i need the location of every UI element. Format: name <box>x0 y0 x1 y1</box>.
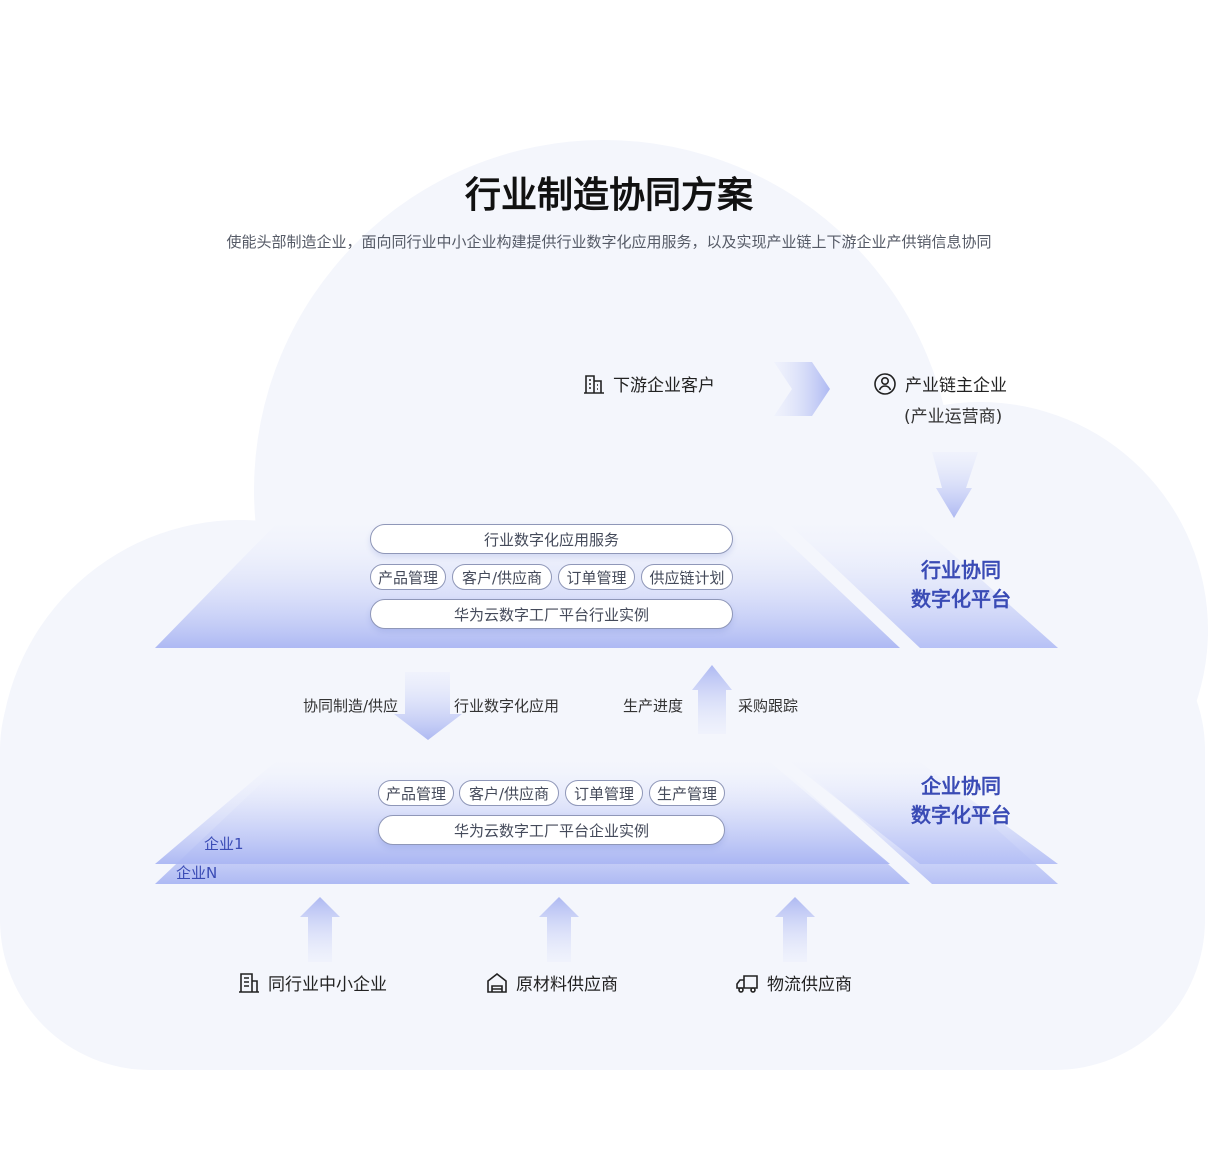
enterprise-platform-side-label-1: 企业协同 <box>921 774 1001 798</box>
enterprise-layer-1 <box>155 762 890 864</box>
industry-tag-customer: 客户/供应商 <box>452 564 552 590</box>
chain-owner-node: 产业链主企业 <box>873 371 1007 396</box>
industry-instance: 华为云数字工厂平台行业实例 <box>370 599 733 629</box>
enterprise-platform-side-label-2: 数字化平台 <box>911 803 1011 827</box>
industry-platform-side-label-2: 数字化平台 <box>911 587 1011 611</box>
arrow-right-top <box>774 362 830 416</box>
warehouse-icon <box>487 972 507 993</box>
enterprise-platform-side-label: 企业协同 数字化平台 <box>886 772 1036 830</box>
enterprise-tag-product: 产品管理 <box>378 780 454 806</box>
page-subtitle: 使能头部制造企业，面向同行业中小企业构建提供行业数字化应用服务，以及实现产业链上… <box>226 233 992 251</box>
industry-tag-order: 订单管理 <box>558 564 635 590</box>
page-title: 行业制造协同方案 <box>464 175 753 216</box>
downstream-customer-label: 下游企业客户 <box>613 376 715 396</box>
bottom-node-sme-label: 同行业中小企业 <box>268 975 387 995</box>
industry-platform-side-label-1: 行业协同 <box>921 558 1001 582</box>
chain-owner-label: 产业链主企业 <box>905 376 1007 396</box>
arrow-down-side <box>932 452 978 518</box>
enterprise-instance: 华为云数字工厂平台企业实例 <box>378 815 725 845</box>
arrow-up-bottom-3 <box>775 897 815 962</box>
enterprise-layer-n-label: 企业N <box>176 864 218 882</box>
office-building-icon <box>239 972 259 993</box>
arrow-up-bottom-1 <box>300 897 340 962</box>
enterprise-layer-1-label: 企业1 <box>204 835 244 853</box>
bottom-node-raw-material-label: 原材料供应商 <box>516 975 618 995</box>
truck-icon <box>736 974 758 993</box>
user-badge-icon <box>874 372 896 395</box>
bottom-node-raw-material: 原材料供应商 <box>486 970 618 995</box>
flow-up-right-label: 采购跟踪 <box>738 697 799 715</box>
industry-platform-side-label: 行业协同 数字化平台 <box>886 556 1036 614</box>
industry-tag-supply-plan: 供应链计划 <box>641 564 733 590</box>
enterprise-tag-production: 生产管理 <box>649 780 725 806</box>
building-icon <box>584 374 604 394</box>
flow-up-left-label: 生产进度 <box>623 697 684 715</box>
bottom-node-sme: 同行业中小企业 <box>238 970 387 995</box>
enterprise-tag-customer: 客户/供应商 <box>459 780 559 806</box>
bottom-node-logistics: 物流供应商 <box>735 970 852 995</box>
downstream-customer-node: 下游企业客户 <box>583 371 715 396</box>
industry-tag-product: 产品管理 <box>370 564 446 590</box>
arrow-up-middle <box>692 665 732 734</box>
arrow-down-middle <box>394 672 462 740</box>
flow-down-left-label: 协同制造/供应 <box>303 697 399 715</box>
chain-owner-sub: (产业运营商) <box>904 407 1003 427</box>
flow-down-right-label: 行业数字化应用 <box>454 697 560 715</box>
industry-service-title: 行业数字化应用服务 <box>370 524 733 554</box>
enterprise-tag-order: 订单管理 <box>565 780 643 806</box>
bottom-node-logistics-label: 物流供应商 <box>767 975 852 995</box>
industry-layer-side <box>790 525 1058 648</box>
enterprise-layer-side-1 <box>790 762 1058 864</box>
arrow-up-bottom-2 <box>539 897 579 962</box>
